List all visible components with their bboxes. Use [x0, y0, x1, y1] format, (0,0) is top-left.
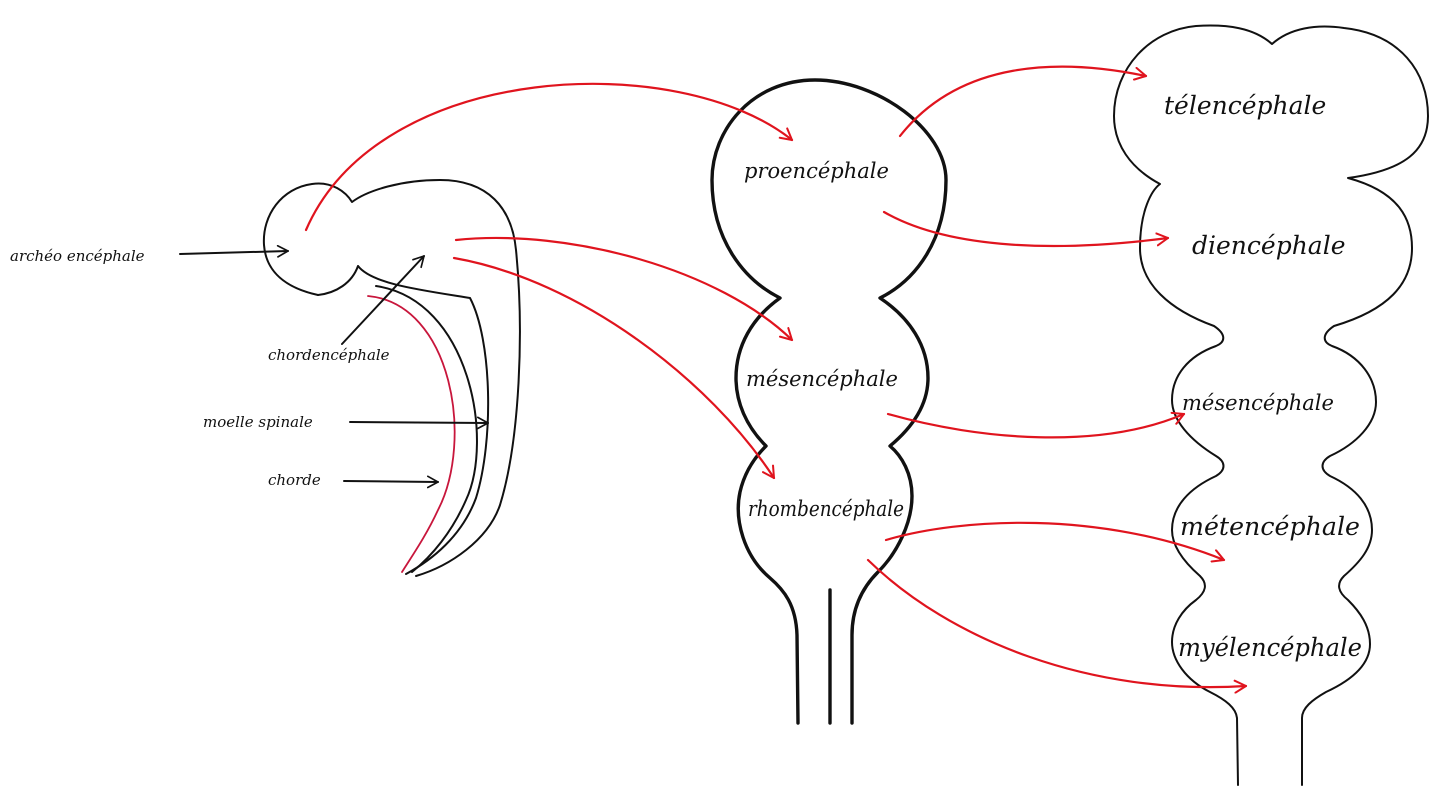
- arrow-chorde: [344, 481, 438, 482]
- arrow-to-telencephale: [900, 67, 1146, 136]
- label-moelle-spinale: moelle spinale: [203, 413, 313, 431]
- label-rhombencephale: rhombencéphale: [748, 497, 904, 521]
- label-mesencephale-right: mésencéphale: [1182, 391, 1334, 415]
- label-chorde: chorde: [268, 471, 321, 489]
- arrow-moelle: [350, 422, 488, 423]
- label-telencephale: télencéphale: [1164, 91, 1326, 120]
- label-prosencephale: proencéphale: [744, 159, 889, 183]
- arrow-to-mesencephale: [456, 238, 792, 340]
- label-archeo-encephale: archéo encéphale: [10, 247, 145, 265]
- label-myelencephale: myélencéphale: [1178, 633, 1362, 662]
- label-metencephale: métencéphale: [1180, 512, 1360, 541]
- arrow-archeo: [180, 251, 288, 254]
- arrow-to-diencephale: [884, 212, 1168, 246]
- archeo-encephale-ventral-outline: [318, 266, 488, 574]
- arrow-archeo-to-prosencephale: [306, 84, 792, 230]
- embryo-neural-tube: [264, 180, 520, 576]
- label-mesencephale-middle: mésencéphale: [746, 367, 898, 391]
- labels: archéo encéphale chordencéphale moelle s…: [10, 91, 1362, 662]
- label-chordencephale: chordencéphale: [268, 346, 390, 364]
- spinal-cord-inner-line: [376, 286, 477, 572]
- arrow-to-myelencephale: [868, 560, 1246, 687]
- arrow-to-rhombencephale: [454, 258, 774, 478]
- notochord-line: [368, 296, 455, 572]
- pointer-arrows: [180, 251, 488, 482]
- archeo-encephale-outline: [264, 180, 520, 576]
- label-diencephale: diencéphale: [1192, 231, 1346, 260]
- arrow-to-mesencephale-right: [888, 414, 1184, 437]
